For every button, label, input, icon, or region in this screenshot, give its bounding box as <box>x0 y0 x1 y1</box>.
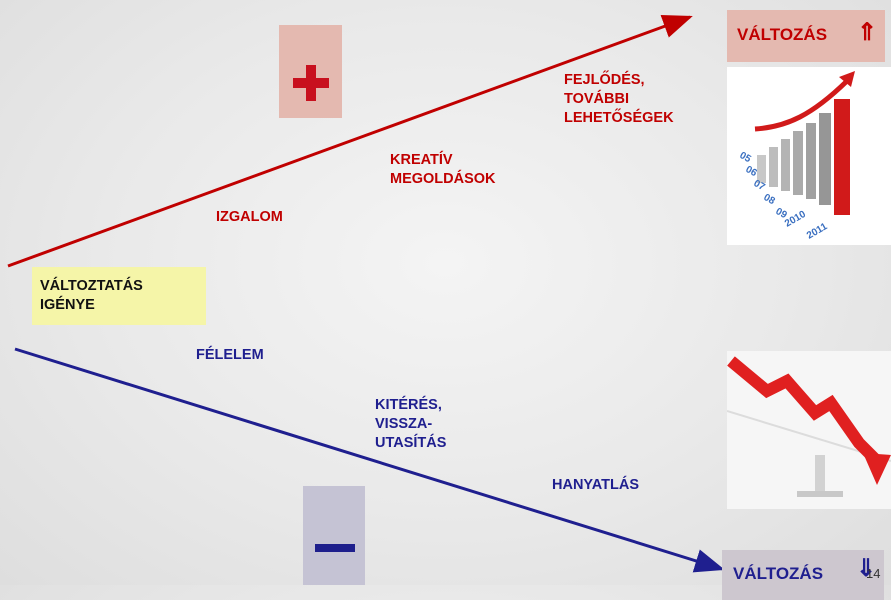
stage-development: FEJLŐDÉS, TOVÁBBI LEHETŐSÉGEK <box>564 72 674 126</box>
double-arrow-down-icon: ⇓ <box>856 555 877 582</box>
need-for-change-box: VÁLTOZTATÁS IGÉNYE <box>32 267 206 325</box>
year-label: 2011 <box>805 221 830 242</box>
stage-creative-solutions: KREATÍV MEGOLDÁSOK <box>390 152 496 187</box>
stage-excitement: IZGALOM <box>216 209 283 225</box>
positive-arrow <box>7 14 693 268</box>
stage-decline: HANYATLÁS <box>552 477 640 493</box>
page-number: 14 <box>866 566 881 581</box>
year-label: 08 <box>762 192 778 207</box>
negative-arrow <box>14 347 725 573</box>
change-down-label: VÁLTOZÁS <box>733 564 824 583</box>
stage-fear: FÉLELEM <box>196 347 264 363</box>
direction-arrows <box>7 14 725 573</box>
double-arrow-up-icon: ⇑ <box>857 19 878 46</box>
minus-icon <box>315 544 355 552</box>
rising-chart-image: 05 06 07 08 09 2010 2011 <box>727 67 891 245</box>
year-label: 06 <box>744 164 760 179</box>
stage-avoidance-rejection: KITÉRÉS, VISSZA- UTASÍTÁS <box>375 397 447 451</box>
falling-arrow-illustration <box>726 351 891 509</box>
falling-chart-image <box>726 351 891 509</box>
rising-bars-illustration: 05 06 07 08 09 2010 2011 <box>738 71 855 242</box>
year-label: 09 <box>774 206 790 221</box>
change-up-label: VÁLTOZÁS <box>737 25 828 44</box>
year-label: 05 <box>738 150 754 165</box>
plus-icon-vertical <box>306 65 316 101</box>
year-label: 07 <box>752 178 768 193</box>
change-up-box: VÁLTOZÁS ⇑ <box>727 10 885 62</box>
minus-sign-box <box>303 486 365 585</box>
change-down-box: VÁLTOZÁS ⇓ <box>722 550 884 600</box>
need-for-change-label: VÁLTOZTATÁS IGÉNYE <box>40 278 143 313</box>
